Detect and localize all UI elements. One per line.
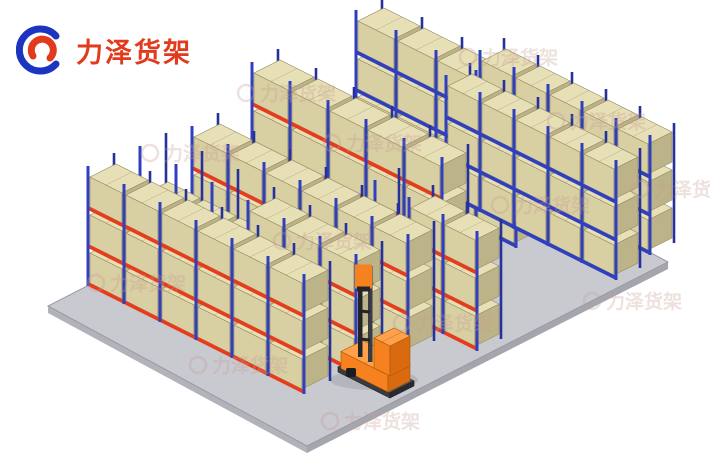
watermark-text: 力泽货架	[296, 230, 372, 253]
reach-truck	[330, 264, 418, 399]
watermark: 力泽货架	[630, 178, 710, 201]
logo-emblem-icon	[16, 25, 66, 75]
watermark-text: 力泽货架	[482, 46, 558, 69]
watermark-text: 力泽货架	[654, 178, 710, 201]
mast-carriage	[355, 264, 372, 289]
watermark-text: 力泽货架	[164, 142, 240, 165]
watermark: 力泽货架	[188, 354, 288, 377]
watermark: 力泽货架	[322, 132, 422, 155]
watermark: 力泽货架	[140, 142, 240, 165]
watermark-logo-icon	[188, 355, 208, 375]
logo-red-swirl	[27, 35, 57, 62]
watermark: 力泽货架	[546, 110, 646, 133]
watermark-logo-icon	[140, 143, 160, 163]
watermark-text: 力泽货架	[212, 354, 288, 377]
watermark-logo-icon	[322, 133, 342, 153]
watermark-logo-icon	[320, 411, 340, 431]
watermark: 力泽货架	[582, 290, 682, 313]
watermark: 力泽货架	[236, 82, 336, 105]
watermark: 力泽货架	[86, 272, 186, 295]
watermark-text: 力泽货架	[514, 194, 590, 217]
mast-rail-rear	[368, 266, 373, 362]
watermark-text: 力泽货架	[344, 410, 420, 433]
rack-left-front	[86, 153, 332, 394]
watermark-text: 力泽货架	[570, 110, 646, 133]
watermark-text: 力泽货架	[260, 82, 336, 105]
watermark-logo-icon	[272, 231, 292, 251]
logo-blue-swirl	[16, 25, 60, 75]
watermark-logo-icon	[546, 111, 566, 131]
watermark-logo-icon	[582, 291, 602, 311]
watermark-text: 力泽货架	[606, 290, 682, 313]
logo-text: 力泽货架	[76, 37, 192, 69]
watermark-logo-icon	[392, 313, 412, 333]
rack-right-front	[444, 63, 642, 280]
watermark: 力泽货架	[458, 46, 558, 69]
watermark: 力泽货架	[490, 194, 590, 217]
watermark-text: 力泽货架	[416, 312, 492, 335]
watermark: 力泽货架	[392, 312, 492, 335]
company-logo[interactable]: 力泽货架	[16, 24, 192, 76]
watermark-text: 力泽货架	[346, 132, 422, 155]
truck-wheel	[346, 368, 356, 377]
watermark-logo-icon	[490, 195, 510, 215]
watermark-text: 力泽货架	[110, 272, 186, 295]
watermark-logo-icon	[630, 179, 650, 199]
watermark-logo-icon	[86, 273, 106, 293]
watermark: 力泽货架	[272, 230, 372, 253]
watermark-logo-icon	[458, 47, 478, 67]
watermark: 力泽货架	[320, 410, 420, 433]
watermark-logo-icon	[236, 83, 256, 103]
